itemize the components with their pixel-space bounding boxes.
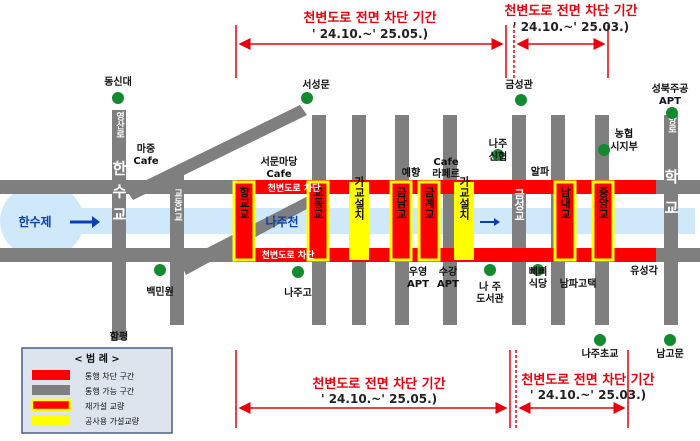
svg-text:금성관: 금성관 bbox=[505, 78, 533, 91]
svg-text:Cafe: Cafe bbox=[133, 156, 158, 167]
bridge-temp-2: 가교설치 bbox=[458, 175, 471, 221]
lake-label: 한수제 bbox=[18, 214, 51, 229]
closure-period-2: ' 24.10.~' 25.03.) bbox=[513, 20, 629, 34]
closure-period-3: ' 24.10.~' 25.05.) bbox=[321, 392, 437, 406]
svg-text:APT: APT bbox=[407, 279, 429, 290]
svg-text:농협: 농협 bbox=[615, 127, 633, 140]
legend: < 범 례 > 통행 차단 구간 통행 가능 구간 재가설 교량 공사용 가설교… bbox=[21, 347, 173, 434]
legend-label-rebuild: 재가설 교량 bbox=[85, 401, 125, 411]
road-yeongsan: 영산로 bbox=[114, 110, 124, 138]
legend-label-open: 통행 가능 구간 bbox=[85, 386, 135, 396]
road-gyodong1: 교동1교 bbox=[172, 188, 182, 221]
svg-text:식당: 식당 bbox=[529, 277, 548, 290]
closure-bracket-bottom-1 bbox=[235, 350, 511, 428]
svg-text:성북주공: 성북주공 bbox=[652, 82, 689, 95]
svg-text:수강: 수강 bbox=[439, 265, 458, 278]
bridges bbox=[232, 180, 615, 262]
svg-text:유성각: 유성각 bbox=[630, 264, 658, 277]
closure-bracket-bottom-2 bbox=[515, 350, 629, 428]
legend-swatch-open bbox=[32, 385, 70, 395]
svg-text:남고문: 남고문 bbox=[656, 347, 684, 360]
svg-text:백민원: 백민원 bbox=[146, 285, 174, 298]
legend-title: < 범 례 > bbox=[74, 352, 120, 365]
svg-text:알파: 알파 bbox=[531, 165, 550, 178]
svg-text:마중: 마중 bbox=[137, 142, 155, 155]
flow-arrowhead bbox=[92, 216, 100, 228]
road-hakgyo: 학교 bbox=[662, 169, 680, 231]
closure-title-4: 천변도로 전면 차단 기간 bbox=[521, 372, 654, 388]
bridge-geumgye: 금계교 bbox=[423, 186, 436, 219]
closed-roads bbox=[236, 180, 656, 262]
closure-title-3: 천변도로 전면 차단 기간 bbox=[312, 376, 445, 392]
bridge-gyodong: 교동교 bbox=[312, 187, 325, 220]
svg-text:나 주: 나 주 bbox=[479, 280, 501, 293]
svg-text:나주고: 나주고 bbox=[284, 286, 312, 299]
svg-text:동신대: 동신대 bbox=[104, 75, 132, 88]
open-roads bbox=[0, 105, 700, 340]
closure-period-1: ' 24.10.~' 25.05.) bbox=[312, 27, 428, 41]
place-markers bbox=[112, 92, 678, 346]
legend-swatch-temp bbox=[32, 415, 70, 425]
svg-text:삐삐: 삐삐 bbox=[529, 265, 547, 278]
svg-text:예향: 예향 bbox=[402, 166, 421, 179]
legend-label-closed: 통행 차단 구간 bbox=[85, 371, 135, 381]
svg-text:나주: 나주 bbox=[489, 137, 507, 150]
svg-text:서문마당: 서문마당 bbox=[261, 155, 299, 168]
svg-text:신협: 신협 bbox=[489, 150, 507, 163]
bridge-temp-1: 가교설치 bbox=[353, 175, 366, 221]
road-note-top: 천변도로 차단 bbox=[268, 182, 322, 194]
road-note-bottom: 천변도로 차단 bbox=[262, 249, 316, 261]
svg-text:Cafe: Cafe bbox=[266, 169, 291, 180]
closure-title-1: 천변도로 전면 차단 기간 bbox=[303, 10, 436, 26]
svg-text:나주초교: 나주초교 bbox=[582, 347, 619, 360]
svg-text:서성문: 서성문 bbox=[302, 78, 330, 91]
bridge-geumnam: 금남교 bbox=[395, 186, 408, 219]
road-hansu: 한수교 bbox=[110, 161, 128, 230]
place-labels: 동신대 마중 Cafe 서성문 서문마당 Cafe 금성관 성북주공 APT 농… bbox=[104, 75, 688, 360]
svg-text:남파고택: 남파고택 bbox=[560, 277, 597, 290]
closure-bracket-top-2 bbox=[513, 25, 609, 78]
svg-text:Cafe: Cafe bbox=[433, 157, 458, 168]
svg-text:도서관: 도서관 bbox=[476, 292, 504, 305]
legend-label-temp: 공사용 가설교량 bbox=[85, 416, 140, 426]
hansuje-lake bbox=[0, 183, 84, 259]
closure-title-2: 천변도로 전면 차단 기간 bbox=[504, 3, 637, 19]
legend-swatch-closed bbox=[32, 370, 70, 380]
svg-text:APT: APT bbox=[659, 96, 681, 107]
svg-text:APT: APT bbox=[437, 279, 459, 290]
road-jungang: 중앙로 bbox=[666, 106, 676, 133]
closure-bracket-top-1 bbox=[235, 25, 507, 78]
legend-swatch-rebuild bbox=[30, 398, 72, 412]
svg-text:시지부: 시지부 bbox=[610, 140, 638, 153]
svg-text:라페르: 라페르 bbox=[432, 167, 460, 180]
svg-text:우영: 우영 bbox=[409, 265, 427, 278]
bridge-geumseong: 금성교 bbox=[513, 188, 526, 221]
river-label: 나주천 bbox=[265, 214, 298, 229]
svg-text:함평: 함평 bbox=[110, 330, 128, 343]
bridge-jungang: 중앙교 bbox=[597, 186, 610, 219]
flow-arrowhead-2 bbox=[494, 218, 500, 226]
closure-period-4: ' 24.10.~' 25.03.) bbox=[530, 388, 646, 402]
bridge-hyanggyo: 향교교 bbox=[238, 185, 251, 219]
bridge-namnae: 남내교 bbox=[559, 186, 572, 219]
